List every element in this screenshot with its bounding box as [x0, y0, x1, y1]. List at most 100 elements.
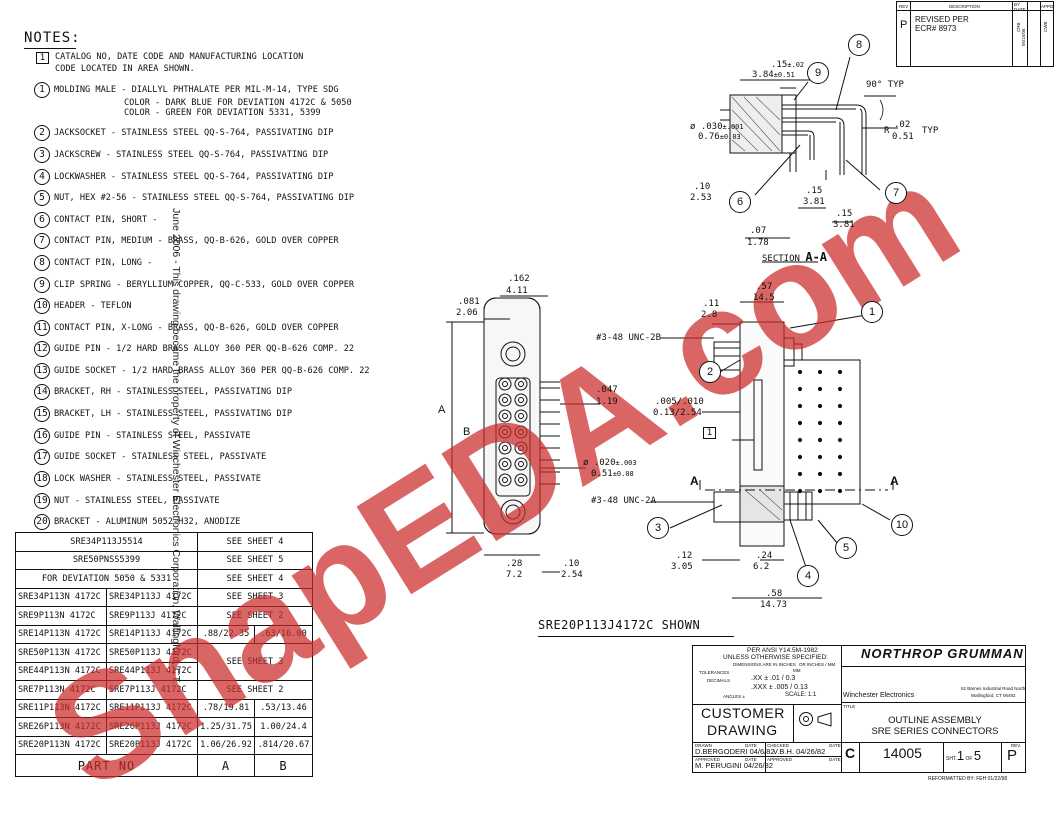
- tb-xxx: .XXX ± .005 / 0.13: [751, 684, 808, 691]
- dim-28: 2.8: [701, 310, 718, 320]
- tb-xx: .XX ± .01 / 0.3: [751, 675, 796, 682]
- dim-206: 2.06: [456, 308, 478, 318]
- contact-pin: [514, 409, 528, 423]
- contact-pin: [514, 393, 528, 407]
- dim-253: 2.53: [690, 193, 712, 203]
- pin-tail-dot: [817, 454, 823, 460]
- tb-drawn-date-hdr: DATE: [745, 743, 757, 748]
- dim-r-02: .02: [894, 120, 911, 130]
- pin-tail-dot: [837, 386, 843, 392]
- contact-pin: [514, 457, 528, 471]
- note-number-circle: 10: [34, 298, 50, 314]
- dim-015c: .15: [836, 209, 853, 219]
- note-number-circle: 20: [34, 514, 50, 530]
- note-text: BRACKET - ALUMINUM 5052-H32, ANODIZE: [54, 517, 241, 527]
- notes-title: NOTES:: [24, 30, 81, 46]
- note-text: JACKSOCKET - STAINLESS STEEL QQ-S-764, P…: [54, 128, 334, 138]
- note-text: CLIP SPRING - BERYLLIUM COPPER, QQ-C-533…: [54, 280, 355, 290]
- pin-tail-dot: [797, 369, 803, 375]
- dim-r-051: 0.51: [892, 132, 914, 142]
- dim-005-010: .005/.010: [655, 397, 704, 407]
- section-label: SECTION A-A: [762, 250, 828, 264]
- note-number-circle: 18: [34, 471, 50, 487]
- shown-caption: SRE20P113J4172C SHOWN: [538, 618, 701, 632]
- note-text: CONTACT PIN, MEDIUM - BRASS, QQ-B-626, G…: [54, 236, 339, 246]
- pin-tail-dot: [817, 369, 823, 375]
- dim-057: .57: [756, 282, 773, 292]
- note-number-circle: 8: [34, 255, 50, 271]
- contact-pin-core: [502, 477, 508, 483]
- dim-012: .12: [676, 551, 693, 561]
- dim-007: .07: [750, 226, 767, 236]
- dim-72: 7.2: [506, 570, 523, 580]
- dim-058: .58: [766, 589, 783, 599]
- note-text: NUT - STAINLESS STEEL, PASSIVATE: [54, 496, 220, 506]
- flag-note-1: 1: [703, 427, 716, 439]
- note-text: CONTACT PIN, X-LONG - BRASS, QQ-B-626, G…: [54, 323, 339, 333]
- dim-010b: .10: [563, 559, 580, 569]
- pin-tail-dot: [817, 386, 823, 392]
- contact-pin: [498, 473, 512, 487]
- callout-balloon: 5: [835, 537, 857, 559]
- contact-pin-core: [518, 413, 524, 419]
- tb-rev: P: [1007, 747, 1018, 764]
- tb-address-2: Wallingford, CT 06492: [971, 693, 1016, 698]
- tb-checked-hdr: CHECKED: [767, 743, 790, 748]
- dim-62: 6.2: [753, 562, 770, 572]
- note-text: HEADER - TEFLON: [54, 301, 132, 311]
- note-text: MOLDING MALE - DIALLYL PHTHALATE PER MIL…: [54, 85, 339, 95]
- col-b-header: B: [254, 754, 313, 777]
- part-no-header: PART NO: [15, 754, 198, 777]
- contact-pin-core: [502, 381, 508, 387]
- tb-title-2: SRE SERIES CONNECTORS: [871, 726, 999, 737]
- callout-balloon: 1: [861, 301, 883, 323]
- description-header: DESCRIPTION: [949, 4, 980, 9]
- tb-std: PER ANSI Y14.5M-1982: [747, 647, 818, 654]
- dim-254: 2.54: [561, 570, 583, 580]
- note-text: CONTACT PIN, LONG -: [54, 258, 153, 268]
- dim-0162: .162: [508, 274, 530, 284]
- note-number-square: 1: [36, 52, 49, 64]
- tb-approved-hdr: APPROVED: [695, 757, 721, 762]
- note-text: COLOR - GREEN FOR DEVIATION 5331, 5399: [124, 108, 321, 118]
- tb-checked-date-hdr: DATE: [829, 743, 841, 748]
- contact-pin: [498, 441, 512, 455]
- tb-address-1: 62 Barnes Industrial Road North: [961, 686, 1026, 691]
- tb-title-1: OUTLINE ASSEMBLY: [888, 715, 982, 726]
- tb-approved2-hdr: APPROVED: [767, 757, 793, 762]
- tb-approved-date-hdr: DATE: [745, 757, 757, 762]
- note-number-circle: 6: [34, 212, 50, 228]
- section-a-a-view: [720, 79, 898, 263]
- pin-tail-dot: [797, 454, 803, 460]
- dim-phi-020: ø .020±.003: [583, 458, 637, 468]
- note-text: CATALOG NO, DATE CODE AND MANUFACTURING …: [55, 52, 304, 62]
- note-text: GUIDE SOCKET - STAINLESS STEEL, PASSIVAT…: [54, 452, 267, 462]
- dim-0081: .081: [458, 297, 480, 307]
- dim-1473: 14.73: [760, 600, 788, 610]
- pin-tail-dot: [837, 471, 843, 477]
- dim-r-label: R: [884, 126, 890, 136]
- contact-pin-core: [502, 461, 508, 467]
- dim-0047: .047: [596, 385, 618, 395]
- note-text: COLOR - DARK BLUE FOR DEVIATION 4172C & …: [124, 98, 352, 108]
- contact-pin-core: [502, 413, 508, 419]
- dim-119: 1.19: [596, 397, 618, 407]
- appd-header: APPD: [1041, 4, 1054, 9]
- table-cell: SEE SHEET 3: [197, 643, 313, 681]
- contact-pin: [498, 377, 512, 391]
- note-number-circle: 16: [34, 428, 50, 444]
- pin-tail-dot: [837, 437, 843, 443]
- pin-tail-dot: [837, 369, 843, 375]
- contact-pin-core: [502, 397, 508, 403]
- pin-tail-dot: [797, 403, 803, 409]
- side-view: [650, 301, 894, 599]
- callout-balloon: 2: [699, 361, 721, 383]
- note-text: LOCK WASHER - STAINLESS STEEL, PASSIVATE: [54, 474, 261, 484]
